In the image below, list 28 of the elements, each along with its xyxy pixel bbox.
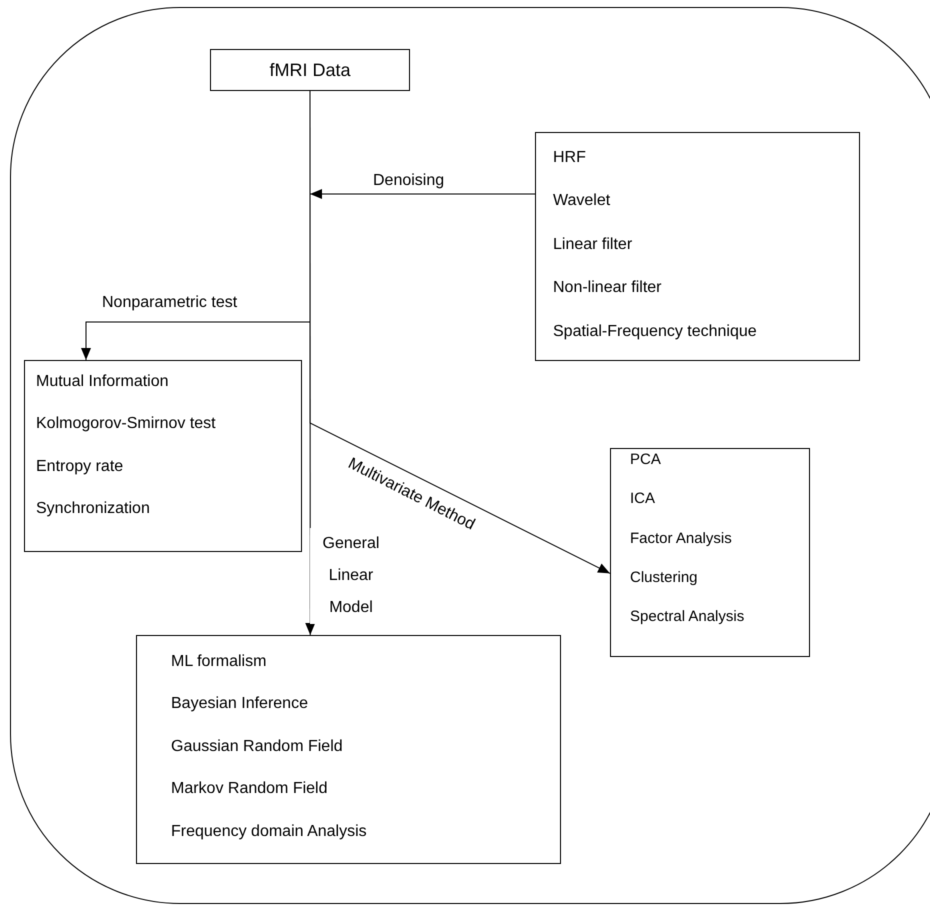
method-box — [610, 448, 810, 657]
method-item: Linear filter — [553, 236, 632, 254]
method-item: Frequency domain Analysis — [171, 822, 367, 841]
method-item: Non-linear filter — [553, 279, 662, 298]
method-item: HRF — [553, 149, 586, 168]
method-item: PCA — [630, 451, 661, 468]
method-item: ML formalism — [171, 653, 266, 672]
method-item: Entropy rate — [36, 458, 124, 476]
method-item: Clustering — [630, 568, 698, 586]
method-item: Mutual Information — [36, 373, 169, 392]
method-item: Bayesian Inference — [171, 695, 308, 714]
method-item: Factor Analysis — [630, 530, 732, 547]
method-item: Synchronization — [36, 500, 150, 519]
method-item: Gaussian Random Field — [171, 738, 343, 756]
method-box — [535, 132, 860, 361]
edge-label: Nonparametric test — [102, 294, 238, 312]
data-box — [210, 49, 410, 91]
method-item: Kolmogorov-Smirnov test — [36, 415, 216, 434]
box-title: fMRI Data — [269, 60, 351, 80]
edge-label: Denoising — [373, 172, 444, 190]
method-item: Wavelet — [553, 192, 610, 211]
method-item: Markov Random Field — [171, 780, 328, 799]
arrow — [310, 189, 536, 199]
method-item: Spatial-Frequency technique — [553, 322, 757, 341]
method-item: Spectral Analysis — [630, 608, 744, 626]
method-box — [136, 635, 561, 864]
method-box — [24, 360, 302, 552]
method-item: ICA — [630, 490, 656, 508]
